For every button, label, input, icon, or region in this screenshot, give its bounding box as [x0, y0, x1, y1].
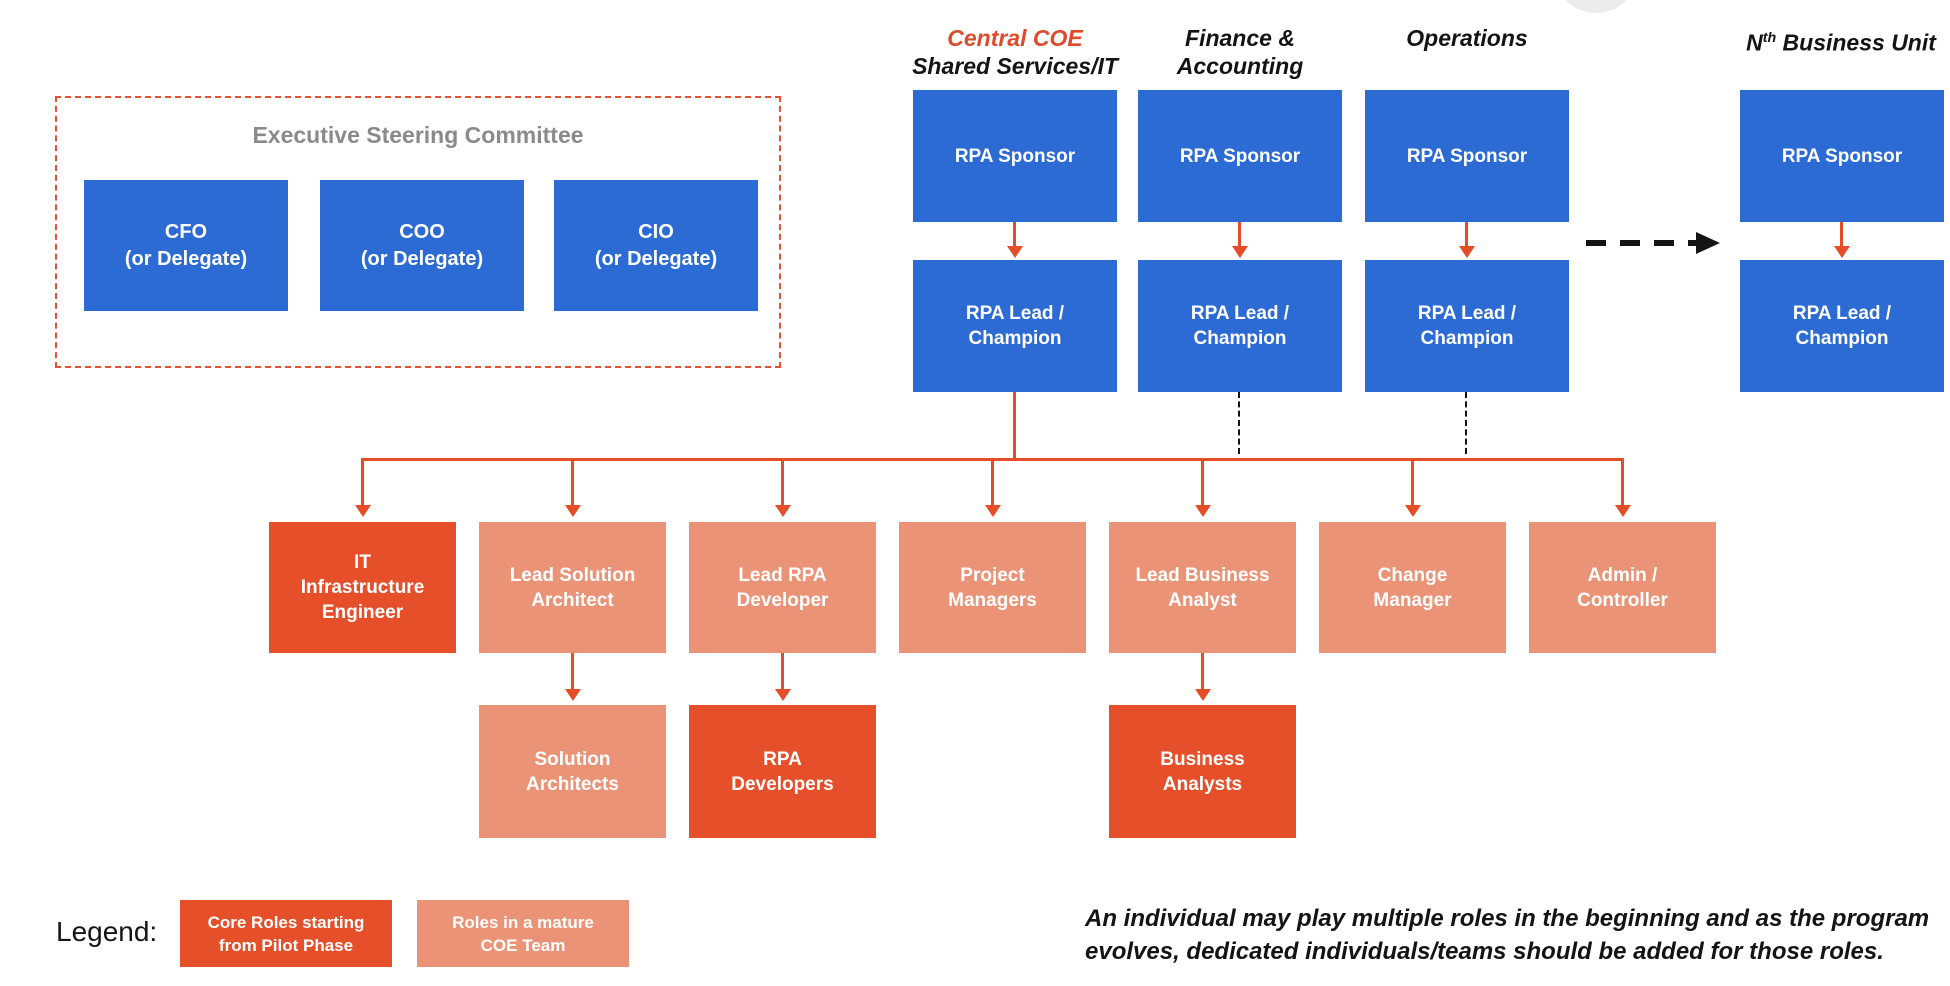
rpa-sponsor-finance: RPA Sponsor	[1138, 90, 1342, 222]
connector-central-lead-feed	[1013, 392, 1016, 458]
arrowhead-branch-it-infra	[355, 505, 371, 517]
unit-label-central-coe-line1: Central COE	[947, 25, 1083, 51]
executive-steering-committee-frame	[55, 96, 781, 368]
unit-label-operations-line1: Operations	[1406, 25, 1528, 51]
esc-member-cio: CIO (or Delegate)	[554, 180, 758, 311]
arrowhead-branch-change-manager	[1405, 505, 1421, 517]
role-business-analysts: Business Analysts	[1109, 705, 1296, 838]
rpa-sponsor-operations: RPA Sponsor	[1365, 90, 1569, 222]
unit-label-finance-line1: Finance &	[1185, 25, 1295, 51]
connector-branch-lead-business-analyst	[1201, 458, 1204, 506]
unit-label-central-coe: Central COE Shared Services/IT	[845, 24, 1185, 80]
role-admin-controller: Admin / Controller	[1529, 522, 1716, 653]
arrowhead-rpa-developers	[775, 689, 791, 701]
connector-sponsor-lead-nth	[1840, 222, 1843, 247]
legend-mature-roles: Roles in a mature COE Team	[417, 900, 629, 967]
role-project-managers: Project Managers	[899, 522, 1086, 653]
connector-branch-admin-controller	[1621, 458, 1624, 506]
connector-branch-lead-solution-architect	[571, 458, 574, 506]
dotted-line-finance-lead	[1238, 392, 1240, 454]
unit-label-nth-business-unit: Nth Business Unit	[1671, 24, 1950, 57]
unit-label-finance-accounting: Finance & Accounting	[1070, 24, 1410, 80]
arrowhead-sponsor-lead-nth	[1834, 246, 1850, 258]
connector-branch-lead-rpa-developer	[781, 458, 784, 506]
unit-label-finance-line2: Accounting	[1176, 53, 1304, 79]
connector-sponsor-lead-finance	[1238, 222, 1241, 247]
esc-member-cfo: CFO (or Delegate)	[84, 180, 288, 311]
decorative-circle	[1558, 0, 1634, 13]
connector-branch-project-managers	[991, 458, 994, 506]
connector-business-analysts	[1201, 653, 1204, 690]
legend-label: Legend:	[56, 916, 158, 947]
arrowhead-branch-lead-business-analyst	[1195, 505, 1211, 517]
connector-sponsor-lead-central	[1013, 222, 1016, 247]
connector-branch-it-infra	[361, 458, 364, 506]
rpa-lead-operations: RPA Lead / Champion	[1365, 260, 1569, 392]
rpa-lead-nth: RPA Lead / Champion	[1740, 260, 1944, 392]
unit-label-central-coe-line2: Shared Services/IT	[912, 53, 1118, 79]
dotted-line-operations-lead	[1465, 392, 1467, 454]
footnote-text: An individual may play multiple roles in…	[1085, 905, 1930, 965]
arrowhead-branch-lead-rpa-developer	[775, 505, 791, 517]
arrowhead-sponsor-lead-central	[1007, 246, 1023, 258]
rpa-lead-central: RPA Lead / Champion	[913, 260, 1117, 392]
connector-branch-change-manager	[1411, 458, 1414, 506]
role-solution-architects: Solution Architects	[479, 705, 666, 838]
rpa-sponsor-central: RPA Sponsor	[913, 90, 1117, 222]
arrowhead-sponsor-lead-finance	[1232, 246, 1248, 258]
executive-steering-committee-title: Executive Steering Committee	[252, 122, 584, 148]
esc-member-coo: COO (or Delegate)	[320, 180, 524, 311]
connector-solution-architects	[571, 653, 574, 690]
dashed-scale-arrow-bar	[1586, 240, 1696, 246]
role-change-manager: Change Manager	[1319, 522, 1506, 653]
role-rpa-developers: RPA Developers	[689, 705, 876, 838]
arrowhead-branch-project-managers	[985, 505, 1001, 517]
role-lead-rpa-developer: Lead RPA Developer	[689, 522, 876, 653]
unit-label-nth-line1: Nth Business Unit	[1746, 29, 1936, 56]
connector-sponsor-lead-operations	[1465, 222, 1468, 247]
arrowhead-sponsor-lead-operations	[1459, 246, 1475, 258]
rpa-lead-finance: RPA Lead / Champion	[1138, 260, 1342, 392]
role-lead-solution-architect: Lead Solution Architect	[479, 522, 666, 653]
role-it-infrastructure-engineer: IT Infrastructure Engineer	[269, 522, 456, 653]
legend-core-roles: Core Roles starting from Pilot Phase	[180, 900, 392, 967]
dashed-scale-arrow-head	[1696, 232, 1720, 254]
rpa-sponsor-nth: RPA Sponsor	[1740, 90, 1944, 222]
arrowhead-branch-lead-solution-architect	[565, 505, 581, 517]
arrowhead-branch-admin-controller	[1615, 505, 1631, 517]
connector-rpa-developers	[781, 653, 784, 690]
arrowhead-solution-architects	[565, 689, 581, 701]
unit-label-operations: Operations	[1297, 24, 1637, 52]
arrowhead-business-analysts	[1195, 689, 1211, 701]
role-lead-business-analyst: Lead Business Analyst	[1109, 522, 1296, 653]
